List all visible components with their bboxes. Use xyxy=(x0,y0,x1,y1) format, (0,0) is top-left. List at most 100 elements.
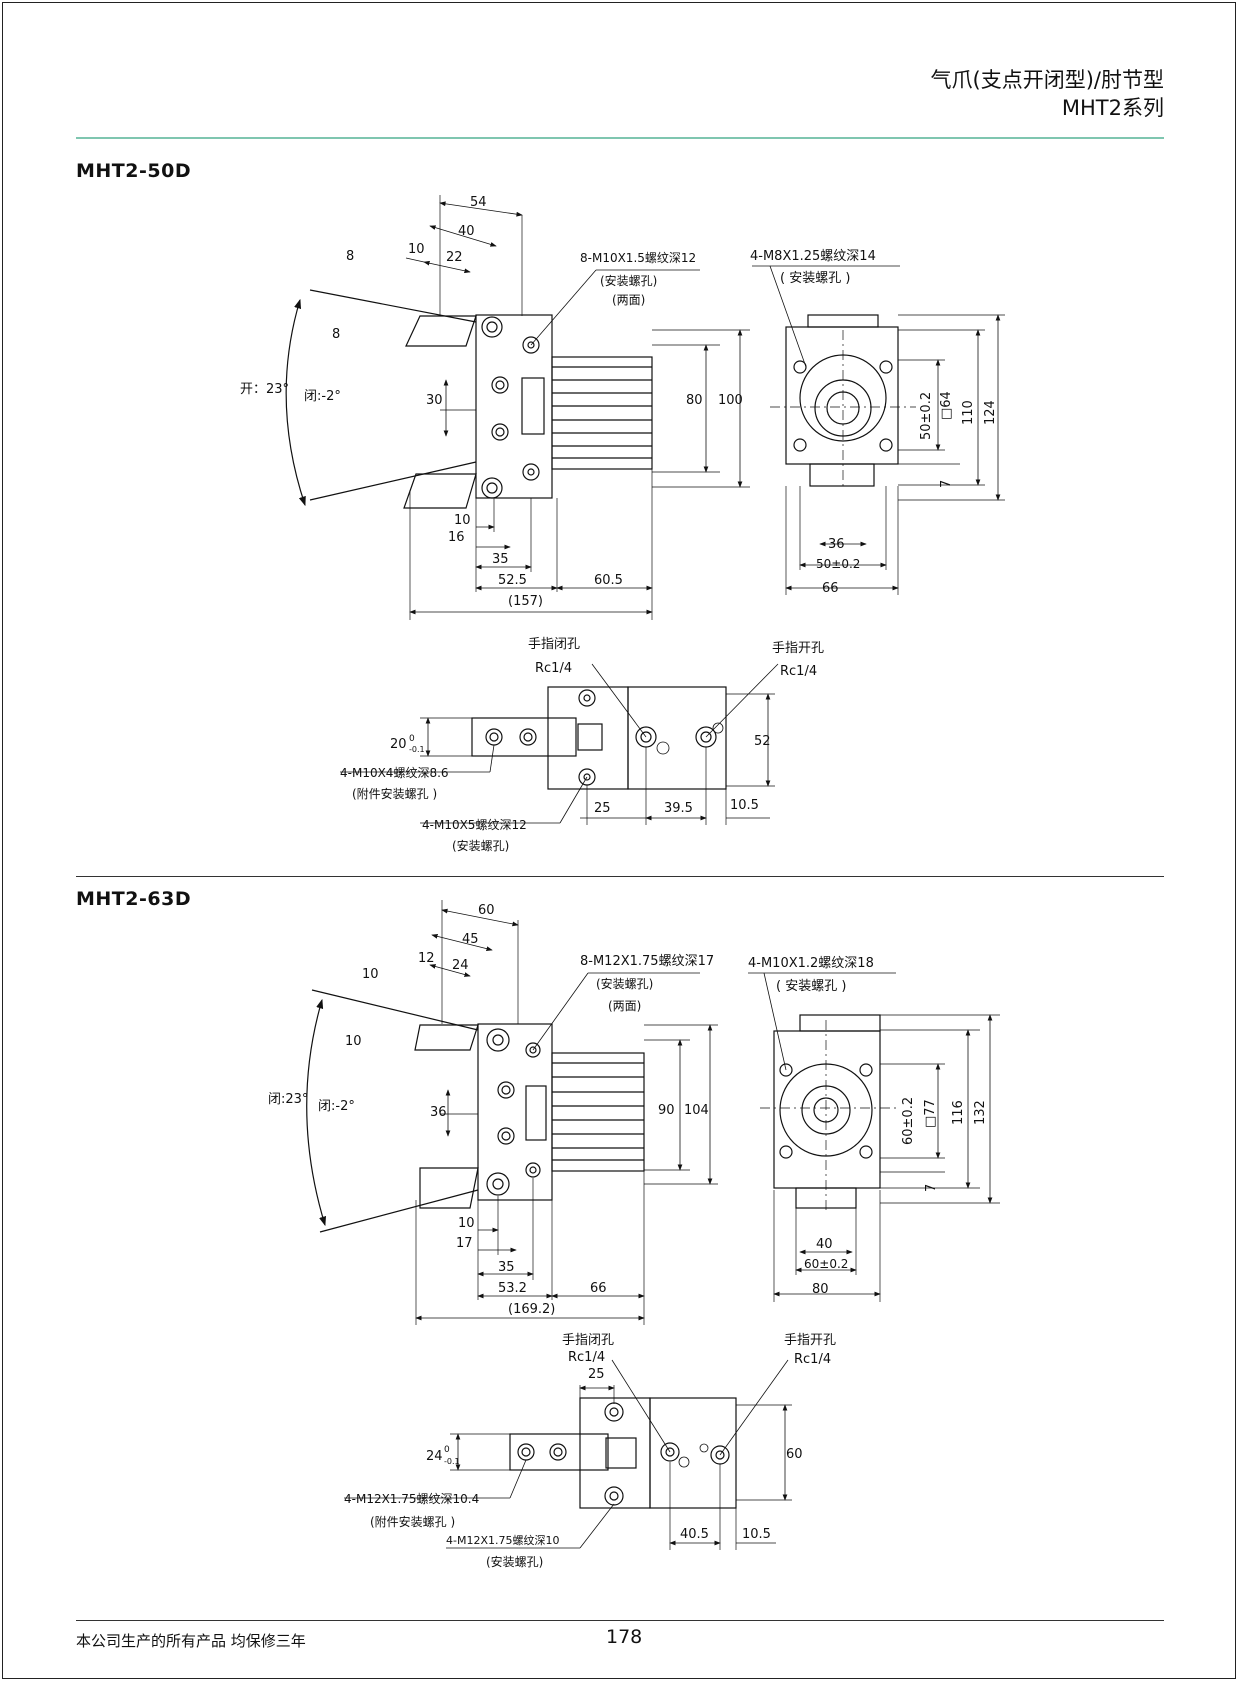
section-label-50d: MHT2-50D xyxy=(76,160,192,182)
dim-label: 40.5 xyxy=(680,1527,709,1542)
note-mount-sub: (安装螺孔) xyxy=(486,1554,543,1569)
dim-label: 8 xyxy=(332,327,340,342)
footer-rule xyxy=(76,1620,1164,1621)
dim-label: 132 xyxy=(973,1100,988,1125)
hole xyxy=(481,316,503,338)
side-dims-50d: 54 40 22 10 8 8 30 80 100 10 16 35 52.5 … xyxy=(240,195,743,609)
close-port-rc: Rc1/4 xyxy=(568,1350,605,1365)
angle-open-label: 闭:23° xyxy=(268,1092,308,1107)
dim-label: □64 xyxy=(939,391,954,420)
side-dims-63d: 60 45 24 12 10 10 36 90 104 10 17 35 53.… xyxy=(268,903,714,1317)
dim-label: 104 xyxy=(684,1103,709,1118)
open-port-rc: Rc1/4 xyxy=(780,664,817,679)
front-note-sub: ( 安装螺孔 ) xyxy=(776,979,846,994)
hole xyxy=(522,463,540,481)
top-view-50d xyxy=(340,663,779,825)
open-port-label: 手指开孔 xyxy=(784,1333,836,1348)
footer-warranty: 本公司生产的所有产品 均保修三年 xyxy=(76,1632,306,1650)
note-sub: (安装螺孔) xyxy=(600,273,657,288)
dim-label: 10 xyxy=(458,1216,475,1231)
dim-label: 16 xyxy=(448,530,465,545)
page-number: 178 xyxy=(606,1626,643,1648)
note-mount-sub: (安装螺孔) xyxy=(452,838,509,853)
cylinder-body xyxy=(551,356,653,470)
header-title-line2: MHT2系列 xyxy=(1061,96,1164,120)
dim-label: 124 xyxy=(983,400,998,425)
front-dims-50d: 4-M8X1.25螺纹深14 ( 安装螺孔 ) 50±0.2 □64 110 1… xyxy=(750,249,998,596)
close-port-label: 手指闭孔 xyxy=(528,637,580,652)
dim-label: 24 xyxy=(452,958,469,973)
dim-label: 60 xyxy=(478,903,495,918)
dim-label: 8 xyxy=(346,249,354,264)
dim-label: 53.2 xyxy=(498,1281,527,1296)
front-dims-63d: 4-M10X1.2螺纹深18 ( 安装螺孔 ) 60±0.2 □77 116 1… xyxy=(748,956,988,1297)
front-view-50d xyxy=(752,265,1005,595)
dim-label: 25 xyxy=(588,1367,605,1382)
dim-label: 90 xyxy=(658,1103,675,1118)
dim-label: 10 xyxy=(408,242,425,257)
dim-label: 10 xyxy=(362,967,379,982)
front-note: 4-M10X1.2螺纹深18 xyxy=(748,956,874,971)
note-attach: 4-M12X1.75螺纹深10.4 xyxy=(344,1492,479,1506)
dim-label: 54 xyxy=(470,195,487,210)
dim-label: 39.5 xyxy=(664,801,693,816)
dim-label: 10.5 xyxy=(742,1527,771,1542)
svg-text:-0.1: -0.1 xyxy=(409,745,425,754)
close-port-rc: Rc1/4 xyxy=(535,661,572,676)
dim-label: 66 xyxy=(822,581,839,596)
dim-label: 50±0.2 xyxy=(816,557,860,571)
note-holes: 8-M10X1.5螺纹深12 xyxy=(580,251,696,265)
front-note-sub: ( 安装螺孔 ) xyxy=(780,271,850,286)
dim-label: 12 xyxy=(418,951,435,966)
dim-label: 35 xyxy=(498,1260,515,1275)
dim-label: 52.5 xyxy=(498,573,527,588)
dim-label: □77 xyxy=(923,1099,938,1128)
open-port-rc: Rc1/4 xyxy=(794,1352,831,1367)
jaw-body-block xyxy=(475,314,553,499)
dim-label: 110 xyxy=(961,400,976,425)
dim-label: 80 xyxy=(812,1282,829,1297)
svg-text:0: 0 xyxy=(409,734,415,744)
dim-label: 60 xyxy=(786,1447,803,1462)
svg-text:-0.1: -0.1 xyxy=(444,1457,460,1466)
header-title-line1: 气爪(支点开闭型)/肘节型 xyxy=(930,68,1164,92)
lower-finger xyxy=(403,473,477,509)
top-dims-63d: 手指闭孔 Rc1/4 手指开孔 Rc1/4 24 0-0.1 60 25 40.… xyxy=(344,1333,836,1569)
dim-label: 10.5 xyxy=(730,798,759,813)
dim-label: (157) xyxy=(508,594,543,609)
dim-label: 36 xyxy=(828,537,845,552)
section-label-63d: MHT2-63D xyxy=(76,888,192,910)
note-sub: (两面) xyxy=(608,999,641,1013)
note-sub: (两面) xyxy=(612,293,645,307)
dim-label: 25 xyxy=(594,801,611,816)
tolerance-label: 20 xyxy=(390,737,407,752)
dim-label: 80 xyxy=(686,393,703,408)
note-attach: 4-M10X4螺纹深8.6 xyxy=(340,766,449,780)
dim-label: 66 xyxy=(590,1281,607,1296)
dim-label: 7 xyxy=(924,1184,939,1192)
dim-label: 35 xyxy=(492,552,509,567)
top-dims-50d: 手指闭孔 Rc1/4 手指开孔 Rc1/4 20 0-0.1 52 25 39.… xyxy=(340,637,824,853)
header-rule xyxy=(76,137,1164,139)
tolerance-label: 24 xyxy=(426,1449,443,1464)
dim-label: 100 xyxy=(718,393,743,408)
side-view-63d xyxy=(306,900,718,1325)
note-sub: (安装螺孔) xyxy=(596,976,653,991)
dim-label: 52 xyxy=(754,734,771,749)
dim-label: 45 xyxy=(462,932,479,947)
angle-close-label: 闭:-2° xyxy=(304,389,341,404)
hole xyxy=(481,477,503,499)
note-mount: 4-M12X1.75螺纹深10 xyxy=(446,1533,559,1547)
upper-finger xyxy=(405,315,477,347)
dim-label: 40 xyxy=(458,224,475,239)
hole xyxy=(491,423,509,441)
dim-label: 40 xyxy=(816,1237,833,1252)
dim-label: 30 xyxy=(426,393,443,408)
dim-label: 60±0.2 xyxy=(804,1257,848,1271)
dim-label: 116 xyxy=(951,1100,966,1125)
slot xyxy=(521,377,545,435)
note-holes: 8-M12X1.75螺纹深17 xyxy=(580,954,714,969)
angle-close-label: 闭:-2° xyxy=(318,1099,355,1114)
dim-label: 36 xyxy=(430,1105,447,1120)
